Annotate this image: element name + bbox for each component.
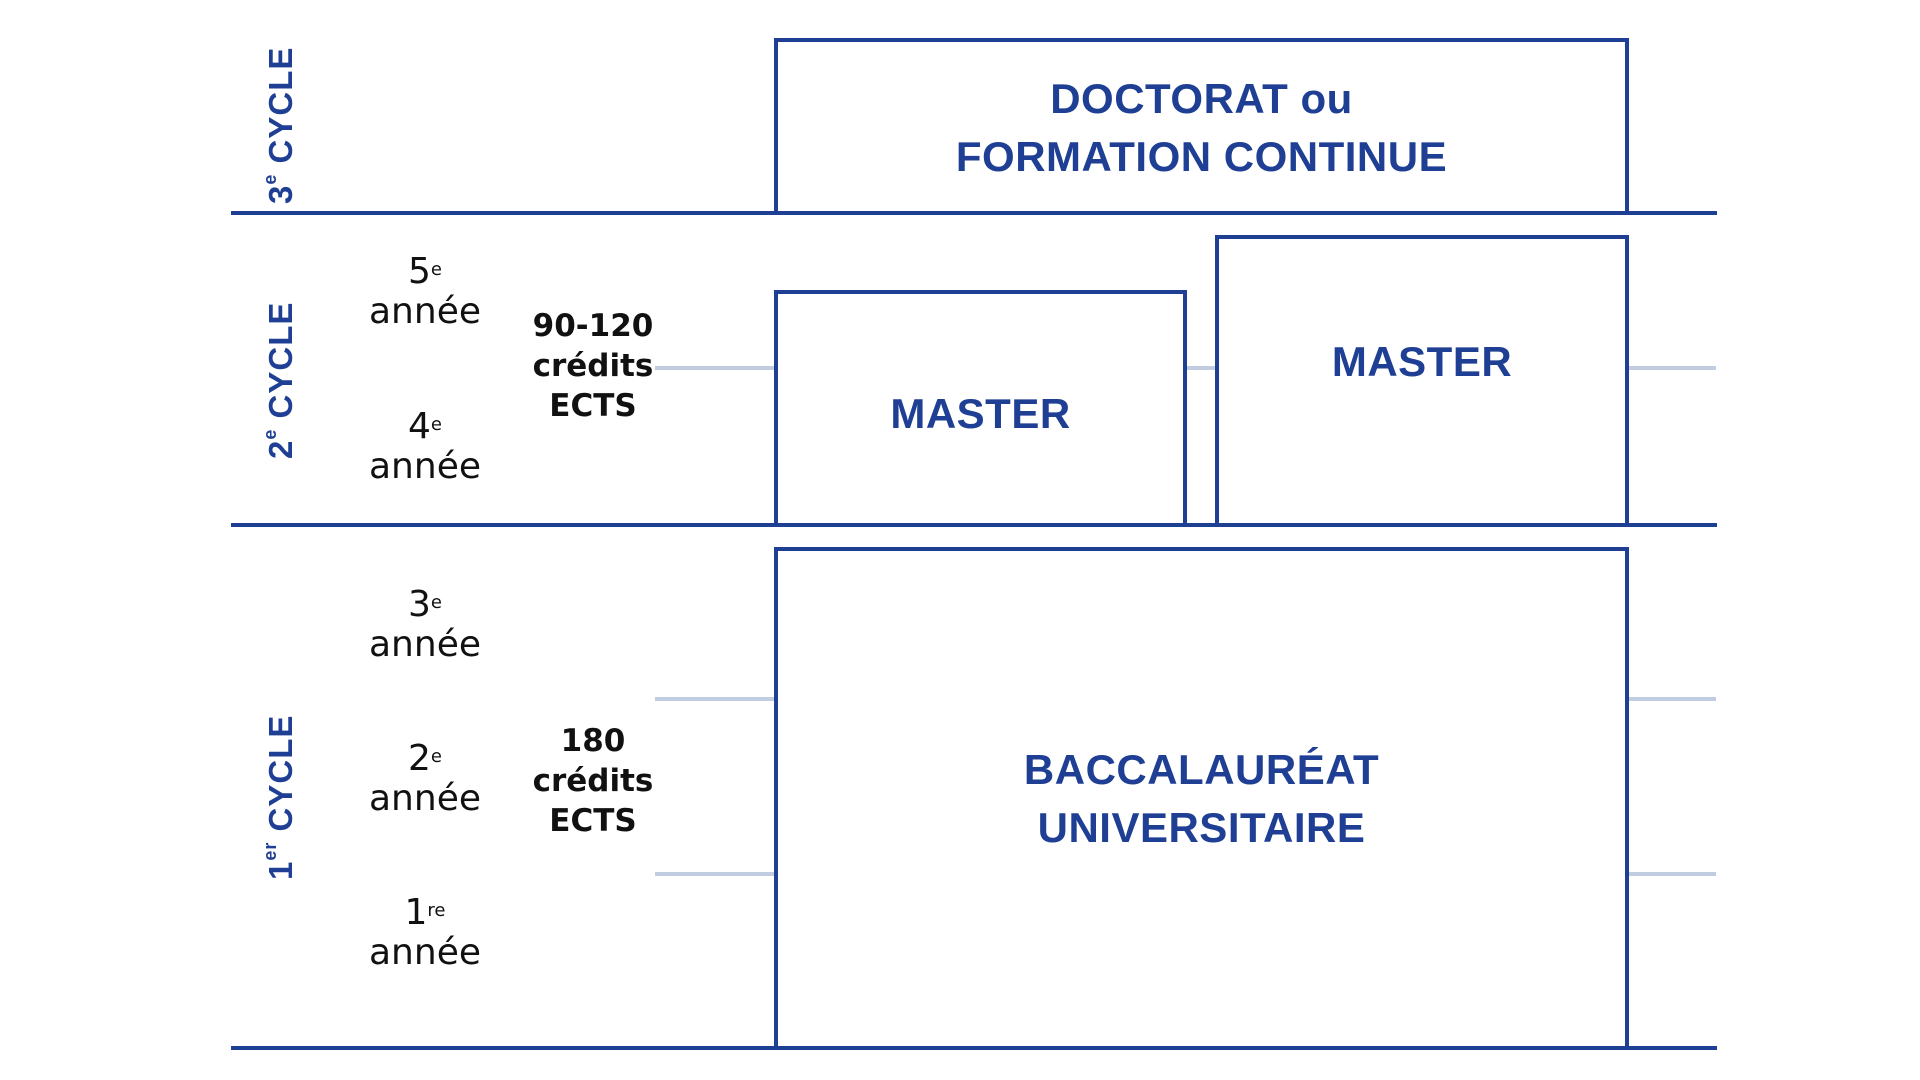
year-3-word: année [369,624,481,665]
year-2-number: 2 [408,738,431,779]
credits-first-cycle: 180 crédits ECTS [518,721,668,841]
cycle-second-number: 2 [262,439,299,459]
doctorat-box: DOCTORAT ou FORMATION CONTINUE [774,38,1629,213]
cycle-first-number: 1 [262,860,299,880]
guide-line-first-cycle-lower-right [1626,872,1716,876]
year-1-word: année [369,932,481,973]
year-label-4: 4e année [345,407,505,487]
credits-first-amount: 180 [560,723,626,759]
year-3-suffix: e [430,592,442,613]
bachelor-label-line-1: BACCALAURÉAT [1023,745,1380,793]
credits-first-system: ECTS [549,803,637,839]
guide-line-first-cycle-upper-right [1626,697,1716,701]
divider-middle [231,523,1717,527]
year-label-1: 1re année [345,893,505,973]
cycle-third-suffix: e [260,173,280,185]
bachelor-label-line-2: UNIVERSITAIRE [1037,803,1366,851]
cycle-second-suffix: e [260,428,280,440]
year-1-number: 1 [404,892,428,933]
master-right-box: MASTER [1215,235,1629,525]
year-4-suffix: e [430,414,442,435]
credits-second-system: ECTS [549,388,637,424]
credits-second-unit: crédits [532,348,654,384]
guide-line-second-cycle-middle [1185,366,1217,370]
year-5-suffix: e [430,259,442,280]
bachelor-box: BACCALAURÉAT UNIVERSITAIRE [774,547,1629,1046]
guide-line-first-cycle-lower-left [655,872,775,876]
year-5-number: 5 [408,251,431,292]
year-label-5: 5e année [345,252,505,332]
credits-first-unit: crédits [532,763,654,799]
credits-second-cycle: 90-120 crédits ECTS [518,306,668,426]
master-left-label: MASTER [890,389,1071,437]
year-2-suffix: e [430,746,442,767]
year-4-word: année [369,446,481,487]
year-4-number: 4 [408,406,431,447]
master-right-label: MASTER [1331,338,1513,385]
cycle-third-word: CYCLE [262,46,299,164]
doctorat-line-1: DOCTORAT ou [1050,70,1353,128]
year-label-2: 2e année [345,739,505,819]
year-label-3: 3e année [345,585,505,665]
cycle-label-third: 3e CYCLE [260,46,300,204]
cycle-second-word: CYCLE [262,301,299,419]
year-5-word: année [369,291,481,332]
cycle-label-first: 1er CYCLE [260,714,300,880]
guide-line-second-cycle-right [1626,366,1716,370]
cycle-label-second: 2e CYCLE [260,301,300,459]
divider-top [231,211,1717,215]
guide-line-second-cycle-left [655,366,775,370]
year-1-suffix: re [427,900,446,921]
doctorat-suffix-label: ou [1300,74,1353,122]
credits-second-amount: 90-120 [532,308,654,344]
guide-line-first-cycle-upper-left [655,697,775,701]
year-3-number: 3 [408,584,431,625]
cycle-third-number: 3 [262,184,299,204]
cycle-first-word: CYCLE [262,714,299,832]
year-2-word: année [369,778,481,819]
cycle-first-suffix: er [260,841,280,861]
doctorat-main-label: DOCTORAT [1050,74,1289,122]
master-left-box: MASTER [774,290,1187,525]
formation-continue-label: FORMATION CONTINUE [955,132,1448,180]
divider-bottom [231,1046,1717,1050]
